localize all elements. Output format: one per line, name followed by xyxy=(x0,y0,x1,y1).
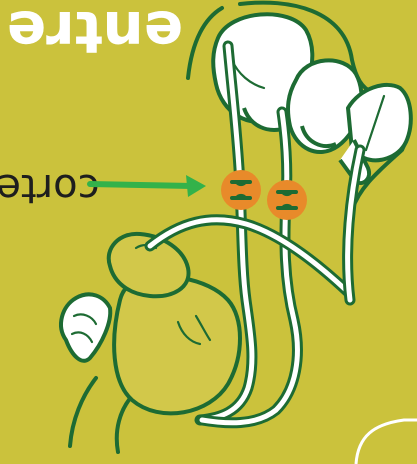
bladder xyxy=(114,276,240,413)
arrow-shaft xyxy=(90,184,192,186)
cut-marker-left xyxy=(221,170,261,210)
top-word: entre xyxy=(7,0,183,66)
arrow-head xyxy=(186,175,206,197)
seminal-gland xyxy=(61,294,110,360)
cut-word-group: corte xyxy=(0,165,100,211)
arrow xyxy=(90,175,206,197)
cut-word: corte xyxy=(0,165,100,211)
cut-marker-right xyxy=(267,180,307,220)
top-word-group: entre xyxy=(7,0,183,66)
corner-frame xyxy=(356,420,417,464)
